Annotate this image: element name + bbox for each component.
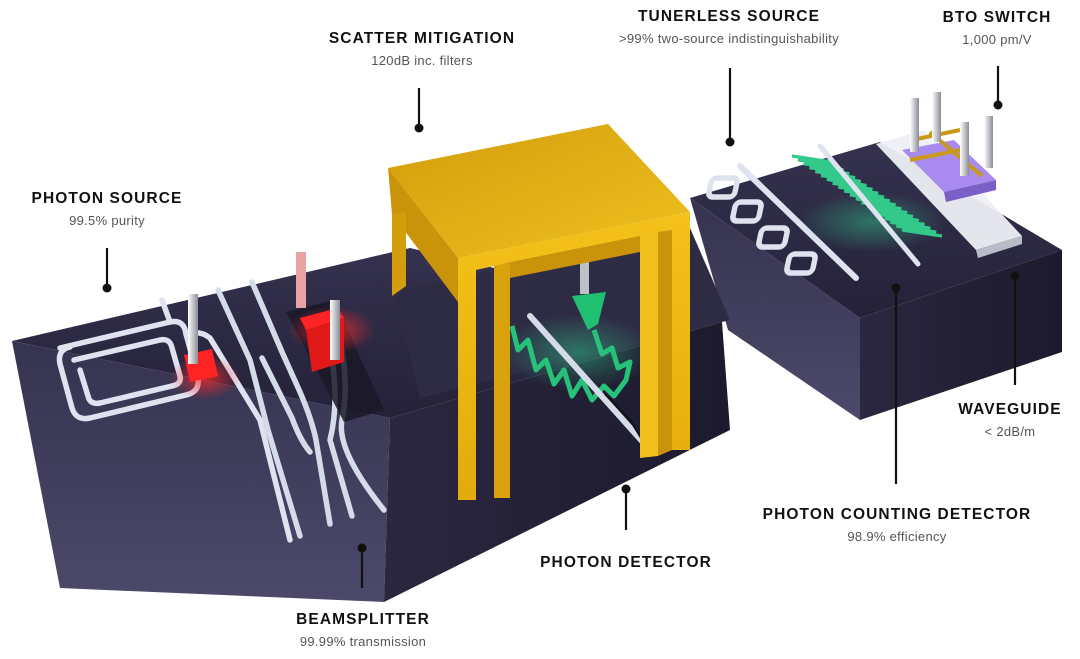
waveguide-title: WAVEGUIDE	[958, 401, 1062, 418]
scatter-mitigation-value: 120dB inc. filters	[371, 53, 473, 68]
tunerless-source-value: >99% two-source indistinguishability	[619, 31, 839, 46]
beamsplitter-heater	[296, 252, 344, 372]
right-chip-block	[690, 142, 1062, 420]
photon-detector-label: PHOTON DETECTOR	[522, 554, 730, 572]
scatter-mitigation-title: SCATTER MITIGATION	[328, 30, 516, 47]
photon-source-title: PHOTON SOURCE	[31, 190, 183, 207]
beamsplitter-title: BEAMSPLITTER	[296, 611, 430, 628]
photon-source-value: 99.5% purity	[69, 213, 145, 228]
beamsplitter-value: 99.99% transmission	[299, 634, 427, 649]
scatter-mitigation-label: SCATTER MITIGATION 120dB inc. filters	[304, 30, 540, 68]
photon-counting-detector-label: PHOTON COUNTING DETECTOR 98.9% efficienc…	[744, 506, 1050, 544]
bto-switch-title: BTO SWITCH	[942, 9, 1052, 26]
bto-switch	[876, 92, 1022, 258]
photon-counting-waveguide	[817, 143, 921, 267]
tunerless-source-label: TUNERLESS SOURCE >99% two-source indisti…	[584, 8, 874, 46]
waveguide-value: < 2dB/m	[984, 424, 1036, 439]
photon-counting-detector-title: PHOTON COUNTING DETECTOR	[762, 506, 1032, 523]
scatter-mitigation-box	[388, 124, 690, 500]
photon-counting-detector-value: 98.9% efficiency	[847, 529, 947, 544]
photon-detector-meander	[509, 325, 633, 403]
beamsplitter-label: BEAMSPLITTER 99.99% transmission	[270, 611, 456, 649]
tunerless-rings	[706, 175, 818, 276]
photon-detector-title: PHOTON DETECTOR	[540, 554, 712, 571]
bto-switch-value: 1,000 pm/V	[962, 32, 1032, 47]
leader-lines	[102, 66, 1020, 588]
bto-switch-label: BTO SWITCH 1,000 pm/V	[926, 9, 1068, 47]
photon-source-heater	[184, 294, 218, 382]
photon-source-label: PHOTON SOURCE 99.5% purity	[0, 190, 214, 228]
waveguide-label: WAVEGUIDE < 2dB/m	[950, 401, 1070, 439]
photon-detector-pad	[572, 254, 606, 330]
tunerless-source-title: TUNERLESS SOURCE	[637, 8, 821, 25]
beamsplitter-waveguides	[215, 279, 387, 539]
